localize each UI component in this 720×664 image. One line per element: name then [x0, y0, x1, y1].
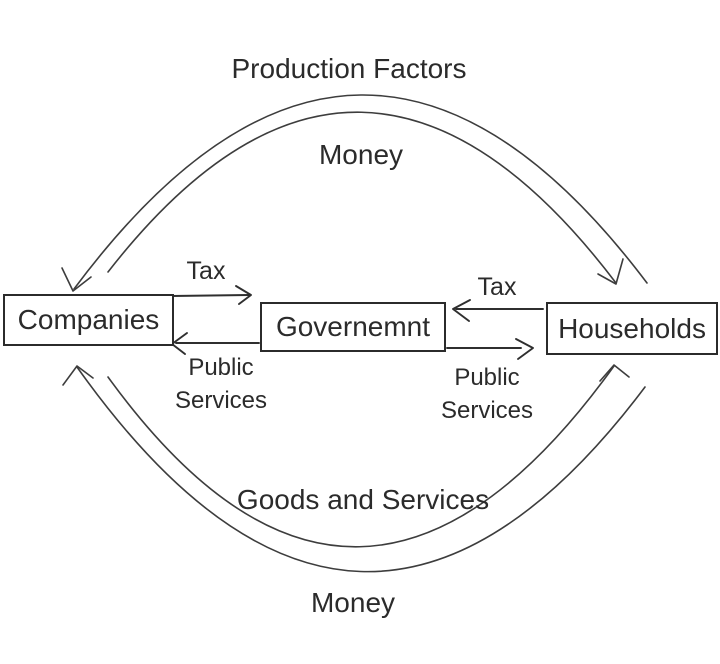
- public-services-households-line1: Public: [454, 364, 520, 391]
- node-households: Households: [546, 302, 718, 355]
- public-services-companies-line2: Services: [174, 387, 268, 414]
- money-top-arrow: [107, 111, 624, 285]
- money-bottom-label: Money: [310, 587, 396, 618]
- public-services-households-line2: Services: [440, 397, 534, 424]
- tax-companies-label: Tax: [186, 257, 226, 285]
- node-government: Governemnt: [260, 302, 446, 352]
- public-services-companies-label: Public Services: [175, 351, 267, 417]
- money-bottom-arrow: [62, 365, 646, 573]
- public-services-households-arrowhead: [515, 338, 534, 360]
- goods-and-services-arrowhead: [599, 364, 630, 382]
- node-government-label: Governemnt: [275, 311, 431, 342]
- tax-households-arrow: [452, 299, 544, 322]
- node-companies: Companies: [3, 294, 174, 346]
- money-top-arrowhead: [597, 258, 624, 285]
- tax-households-label: Tax: [477, 273, 517, 301]
- goods-and-services-arrow: [107, 364, 630, 548]
- tax-households-arrowhead: [452, 299, 471, 322]
- money-top-label: Money: [318, 139, 404, 170]
- public-services-companies-line1: Public: [188, 354, 254, 381]
- node-households-label: Households: [558, 312, 706, 344]
- goods-and-services-label: Goods and Services: [236, 484, 490, 515]
- public-services-households-arrow: [446, 338, 534, 360]
- production-factors-arc: [73, 94, 648, 290]
- node-companies-label: Companies: [17, 304, 160, 335]
- money-bottom-arc: [76, 366, 646, 573]
- money-bottom-arrowhead: [62, 365, 94, 386]
- goods-and-services-arc: [107, 365, 615, 548]
- production-factors-arrow: [61, 94, 648, 292]
- money-top-arc: [107, 111, 617, 284]
- production-factors-label: Production Factors: [231, 53, 467, 84]
- tax-companies-arrow: [171, 285, 252, 305]
- production-factors-arrowhead: [61, 267, 92, 292]
- tax-companies-arrowhead: [235, 285, 252, 305]
- tax-companies-line: [171, 294, 250, 297]
- public-services-households-label: Public Services: [441, 361, 533, 427]
